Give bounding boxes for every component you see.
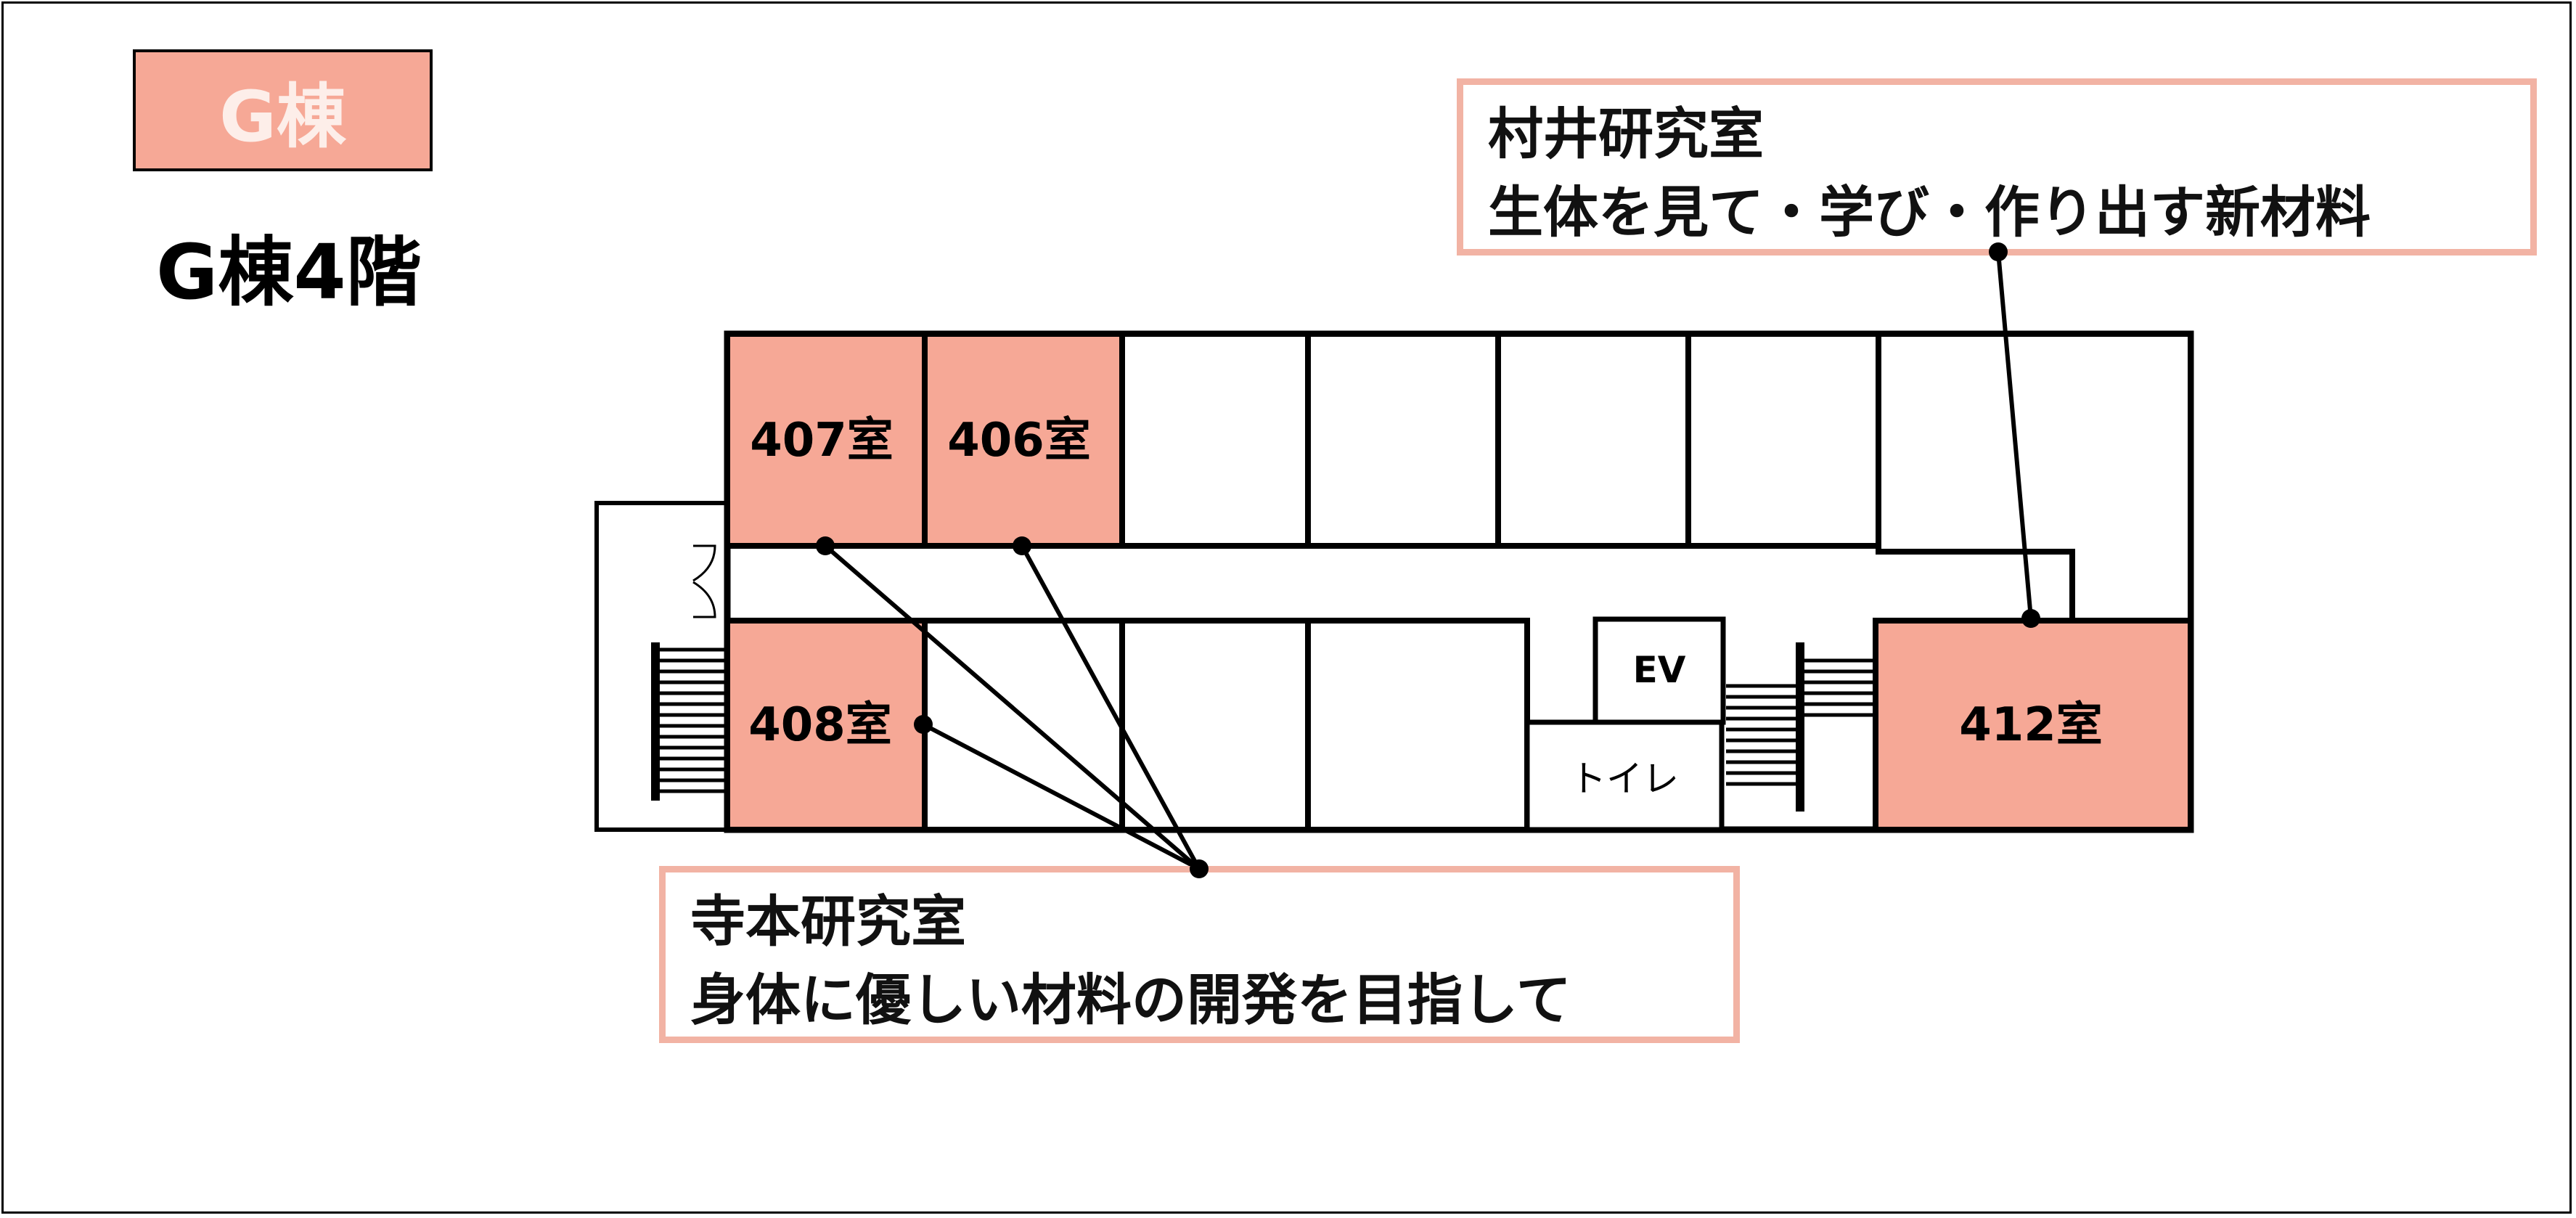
room-403[interactable] — [1495, 331, 1691, 549]
room-411[interactable] — [1305, 618, 1530, 833]
room-402[interactable] — [1685, 331, 1881, 549]
callout-teramoto-lab-theme: 身体に優しい材料の開発を目指して — [690, 968, 1571, 1032]
leader-dot-412 — [2021, 609, 2040, 628]
door-swing-icon — [692, 544, 716, 618]
building-badge: G棟 — [133, 49, 433, 171]
elevator-label: EV — [1633, 649, 1686, 691]
stairs-right-icon — [1726, 642, 1873, 812]
room-408[interactable] — [724, 618, 928, 833]
room-412-label: 412室 — [1959, 698, 2103, 752]
room-412[interactable] — [1873, 618, 2193, 833]
stairs-left-icon — [651, 642, 724, 801]
leader-line-406 — [1020, 544, 1201, 870]
room-406-label: 406室 — [947, 414, 1091, 467]
room-404[interactable] — [1305, 331, 1501, 549]
room-408-label: 408室 — [748, 698, 892, 752]
leader-line-407 — [824, 544, 1201, 871]
callout-murai-lab: 村井研究室 生体を見て・学び・作り出す新材料 — [1457, 78, 2537, 256]
stair-block-left — [594, 501, 729, 832]
leader-dot-406 — [1013, 536, 1031, 555]
room-407-label: 407室 — [750, 414, 894, 467]
leader-dot-407 — [816, 536, 835, 555]
callout-teramoto-lab: 寺本研究室 身体に優しい材料の開発を目指して — [659, 866, 1740, 1043]
toilet-label: トイレ — [1570, 758, 1679, 800]
room-409[interactable] — [922, 618, 1125, 833]
leader-line-408 — [922, 722, 1201, 871]
building-badge-label: G棟 — [219, 75, 346, 158]
leader-dot-408 — [914, 715, 933, 734]
leader-lines — [816, 251, 2040, 871]
callout-teramoto-anchor-dot — [1190, 859, 1209, 878]
callout-murai-anchor-dot — [1989, 242, 2008, 261]
callout-murai-lab-name: 村井研究室 — [1488, 102, 1764, 166]
callout-teramoto-lab-name: 寺本研究室 — [690, 889, 966, 954]
elevator[interactable] — [1592, 616, 1726, 725]
floor-title: G棟4階 — [156, 228, 422, 316]
callout-murai-lab-theme: 生体を見て・学び・作り出す新材料 — [1488, 180, 2371, 245]
leader-line-412 — [1996, 251, 2033, 619]
